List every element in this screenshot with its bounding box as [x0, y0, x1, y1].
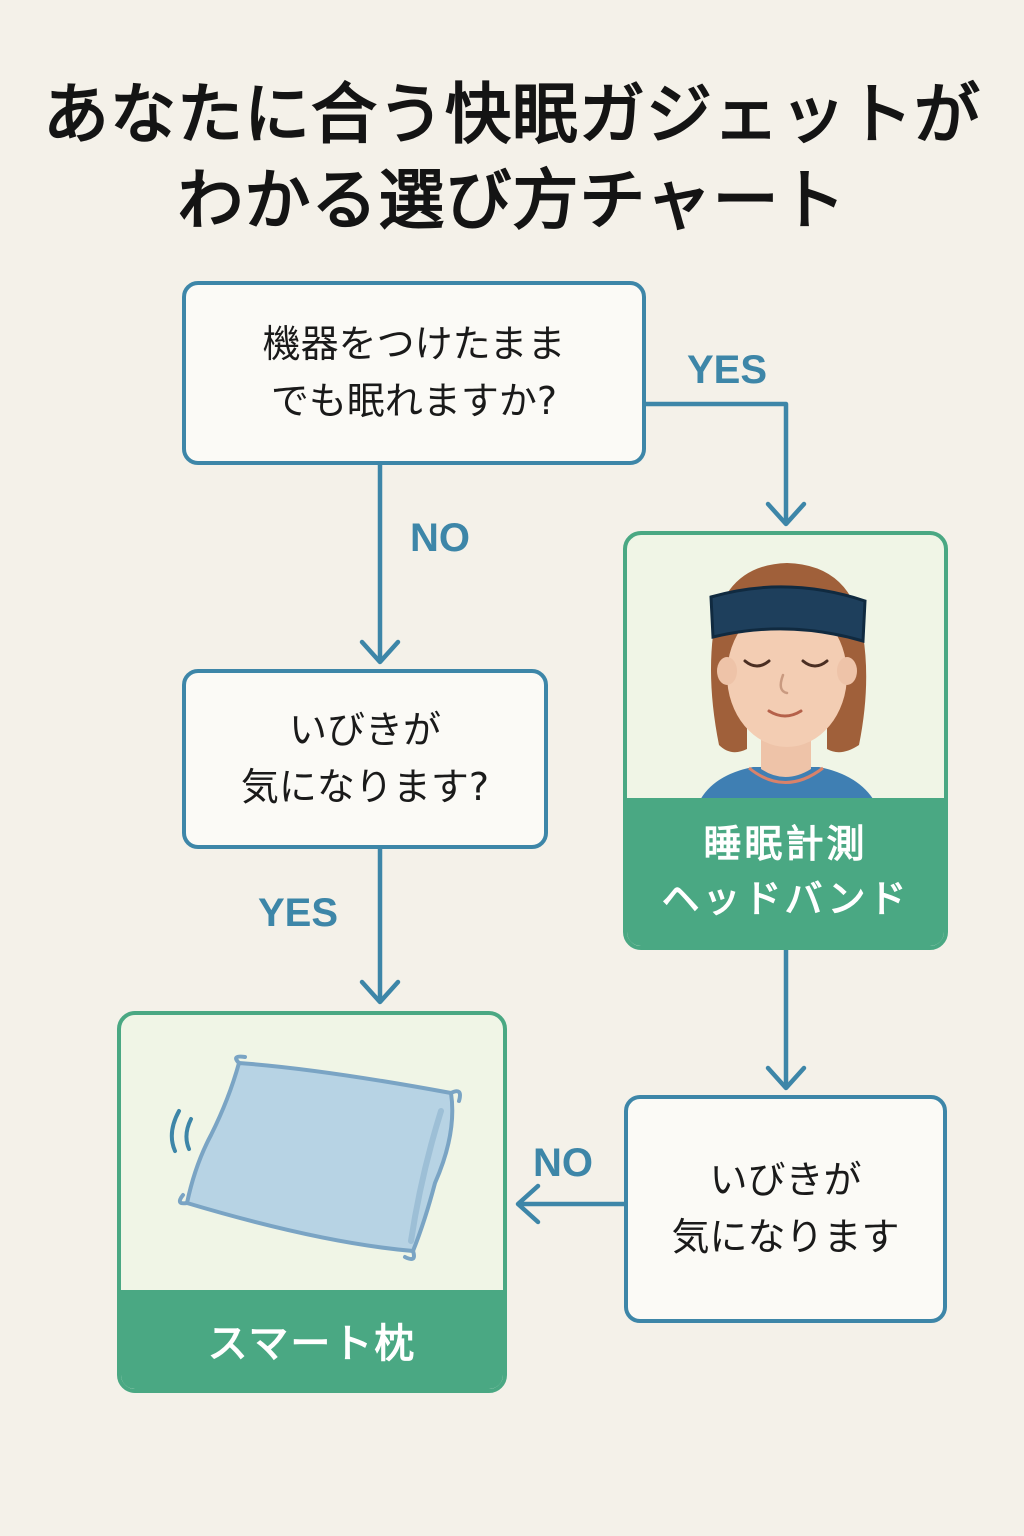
arrow-q1-yes: [643, 401, 789, 525]
edge-label-no: NO: [410, 516, 470, 560]
result-label-line1: 睡眠計測: [703, 821, 868, 866]
arrowhead-r1-q3: [765, 1065, 807, 1091]
result-box-smart-pillow: スマート枕: [117, 1011, 507, 1393]
question-box-snoring: いびきが 気になります?: [182, 669, 548, 849]
edge-label-yes: YES: [258, 891, 339, 935]
chart-title-line1: あなたに合う快眠ガジェットが: [43, 76, 981, 153]
chart-title-line2: わかる選び方チャート: [177, 162, 847, 239]
question-box-snoring-2: いびきが 気になります: [624, 1095, 947, 1323]
result-label-line2: ヘッドバンド: [661, 877, 910, 921]
question-text-line2: 気になります: [671, 1215, 900, 1259]
question-text-line1: いびきが: [288, 708, 441, 752]
question-box-wear-device: 機器をつけたまま でも眠れますか?: [182, 281, 646, 465]
arrowhead-q2-yes: [359, 979, 401, 1005]
arrowhead-q1-yes: [765, 501, 807, 527]
question-text-line1: いびきが: [709, 1158, 862, 1202]
edge-label-yes: YES: [687, 348, 768, 392]
result-box-headband: 睡眠計測 ヘッドバンド: [623, 531, 948, 950]
person-headband-icon: [699, 563, 875, 802]
question-text-line1: 機器をつけたまま: [262, 322, 566, 366]
arrowhead-q1-no: [359, 639, 401, 665]
question-text-line2: 気になります?: [240, 765, 490, 809]
result-label-smart-pillow: スマート枕: [121, 1290, 503, 1389]
pillow-icon: [169, 1054, 462, 1261]
edge-label-no: NO: [533, 1141, 593, 1185]
question-text-line2: でも眠れますか?: [270, 379, 558, 423]
result-label-headband: 睡眠計測 ヘッドバンド: [627, 798, 944, 946]
arrowhead-q3-no: [515, 1183, 541, 1225]
